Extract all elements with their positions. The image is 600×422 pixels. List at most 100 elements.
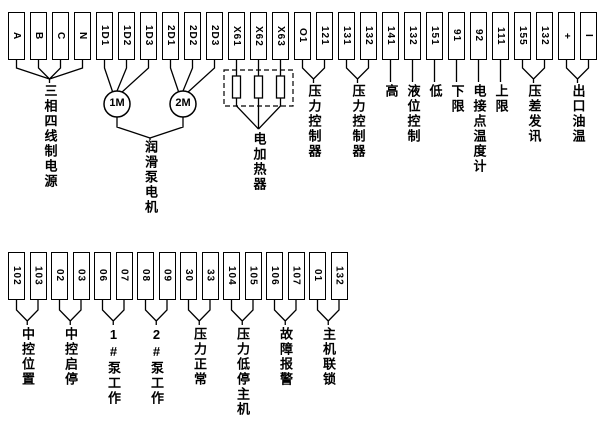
terminal: 132 — [360, 12, 377, 60]
terminal: 91 — [448, 12, 465, 60]
terminal-label: 92 — [473, 29, 484, 43]
heater-dashed-box — [223, 69, 294, 107]
label-lube-pump-motor: 润滑泵电机 — [143, 140, 158, 215]
heater-element — [253, 75, 264, 99]
terminal: 131 — [338, 12, 355, 60]
terminal: 07 — [115, 252, 133, 300]
label-pressure-controller-2: 压力控制器 — [350, 84, 366, 159]
terminal: 09 — [158, 252, 176, 300]
label-central-control-startstop: 中控启停 — [63, 327, 78, 387]
terminal: X63 — [272, 12, 289, 60]
terminal-label: 07 — [118, 269, 130, 283]
terminal-label: 155 — [517, 26, 528, 46]
terminal: 2D3 — [206, 12, 223, 60]
terminal: N — [74, 12, 91, 60]
terminal-label: O1 — [297, 28, 308, 44]
terminal: C — [52, 12, 69, 60]
terminal: 1D1 — [96, 12, 113, 60]
terminal: 2D2 — [184, 12, 201, 60]
terminal-label: 91 — [451, 29, 462, 43]
terminal-label: 132 — [333, 266, 345, 286]
terminal-label: 2D3 — [209, 25, 220, 47]
motor-1m-circle — [103, 90, 131, 118]
terminal: 106 — [266, 252, 283, 300]
label-pressure-diff-signal: 压差发讯 — [526, 84, 542, 144]
label-central-control-position: 中控位置 — [20, 327, 35, 387]
label-level-low: 低 — [427, 84, 443, 99]
terminal: 33 — [201, 252, 219, 300]
terminal-label: 09 — [161, 269, 173, 283]
terminal-label: A — [11, 31, 22, 41]
terminal-label: 107 — [290, 266, 302, 286]
terminal-label: 1D3 — [143, 25, 154, 47]
terminal-label: 141 — [385, 26, 396, 46]
terminal-label: 02 — [54, 269, 65, 283]
terminal: A — [8, 12, 25, 60]
terminal: 111 — [492, 12, 509, 60]
top-connector-lines — [15, 60, 590, 140]
terminal-label: 151 — [429, 26, 440, 46]
label-three-phase-power: 三相四线制电源 — [42, 84, 58, 189]
terminal: 141 — [382, 12, 399, 60]
terminal-label: X61 — [231, 25, 242, 47]
terminal: 06 — [94, 252, 111, 300]
terminal-label: 103 — [32, 266, 44, 286]
terminal: 01 — [309, 252, 326, 300]
label-electric-heater: 电加热器 — [251, 132, 267, 192]
terminal-label: 106 — [269, 266, 280, 286]
terminal-label: 2D2 — [187, 25, 198, 47]
terminal-label: 01 — [312, 269, 323, 283]
terminal: B — [30, 12, 47, 60]
terminal-label: 1D2 — [121, 25, 132, 47]
terminal: 155 — [514, 12, 531, 60]
terminal: 103 — [29, 252, 47, 300]
terminal-label: + — [561, 32, 572, 40]
terminal-label: 132 — [539, 26, 550, 46]
label-level-control: 液位控制 — [405, 84, 421, 144]
terminal-label: 104 — [226, 266, 237, 286]
terminal: 132 — [330, 252, 348, 300]
terminal-label: C — [55, 31, 66, 41]
label-pressure-controller-1: 压力控制器 — [306, 84, 322, 159]
terminal: 107 — [287, 252, 305, 300]
terminal: 02 — [51, 252, 68, 300]
terminal: 102 — [8, 252, 25, 300]
terminal-label: 2D1 — [165, 25, 176, 47]
terminal-label: 105 — [247, 266, 259, 286]
label-pressure-normal: 压力正常 — [192, 327, 207, 387]
terminal-label: 111 — [495, 26, 506, 46]
terminal-label: 08 — [140, 269, 151, 283]
terminal-label: 131 — [341, 26, 352, 46]
terminal: 1D3 — [140, 12, 157, 60]
terminal-label: I — [583, 34, 594, 38]
heater-element — [231, 75, 242, 99]
terminal: 1D2 — [118, 12, 135, 60]
terminal-label: 121 — [319, 26, 330, 46]
terminal-label: X62 — [253, 25, 264, 47]
terminal: 121 — [316, 12, 333, 60]
terminal: + — [558, 12, 575, 60]
heater-element — [275, 75, 286, 99]
label-fault-alarm: 故障报警 — [278, 327, 293, 387]
label-low-pressure-stop-main: 压力低停主机 — [235, 327, 250, 417]
terminal: 08 — [137, 252, 154, 300]
label-main-machine-interlock: 主机联锁 — [321, 327, 336, 387]
bottom-connector-lines — [15, 300, 340, 325]
terminal-label: 30 — [183, 269, 194, 283]
terminal-label: 132 — [407, 26, 418, 46]
terminal: 104 — [223, 252, 240, 300]
terminal-label: 102 — [11, 266, 22, 286]
terminal: 151 — [426, 12, 443, 60]
motor-1m-label: 1M — [109, 97, 125, 109]
label-pump1-running: 1#泵工作 — [106, 327, 121, 406]
terminal: X62 — [250, 12, 267, 60]
terminal-label: 03 — [75, 269, 87, 283]
terminal-label: B — [33, 31, 44, 41]
terminal-label: X63 — [275, 25, 286, 47]
terminal: 2D1 — [162, 12, 179, 60]
terminal: 03 — [72, 252, 90, 300]
label-outlet-oil-temp: 出口油温 — [570, 84, 586, 144]
terminal-label: 33 — [204, 269, 216, 283]
